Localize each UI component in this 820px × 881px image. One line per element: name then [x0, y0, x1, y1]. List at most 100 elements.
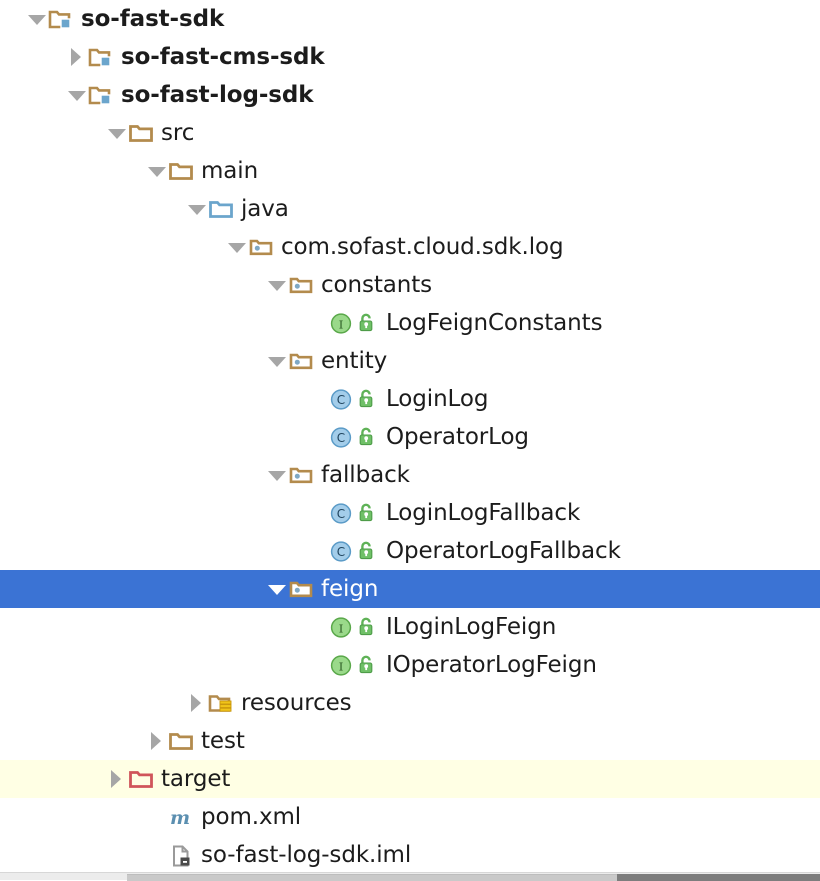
tree-row[interactable]: C OperatorLog	[0, 418, 820, 456]
excluded-folder-icon	[128, 766, 154, 792]
chevron-down-icon[interactable]	[26, 0, 48, 38]
tree-row[interactable]: I ILoginLogFeign	[0, 608, 820, 646]
chevron-down-icon[interactable]	[66, 76, 88, 114]
chevron-right-icon[interactable]	[186, 684, 208, 722]
chevron-down-icon[interactable]	[266, 342, 288, 380]
chevron-down-icon[interactable]	[106, 114, 128, 152]
no-toggle-spacer	[306, 418, 328, 456]
chevron-right-icon[interactable]	[106, 760, 128, 798]
public-unlock-icon	[356, 652, 378, 678]
tree-row[interactable]: so-fast-log-sdk	[0, 76, 820, 114]
tree-row[interactable]: C LoginLog	[0, 380, 820, 418]
indent-spacer	[0, 266, 266, 304]
tree-row-label: OperatorLogFallback	[386, 538, 621, 564]
tree-row-label: main	[201, 158, 259, 184]
folder-icon	[168, 728, 194, 754]
tree-row[interactable]: test	[0, 722, 820, 760]
tree-row-label: constants	[321, 272, 433, 298]
no-toggle-spacer	[146, 798, 168, 836]
horizontal-scrollbar[interactable]	[0, 872, 820, 881]
chevron-right-icon[interactable]	[66, 38, 88, 76]
svg-text:I: I	[339, 659, 344, 673]
chevron-down-icon[interactable]	[266, 266, 288, 304]
tree-row-label: fallback	[321, 462, 410, 488]
tree-row[interactable]: java	[0, 190, 820, 228]
tree-row-label: feign	[321, 576, 379, 602]
scrollbar-track[interactable]	[0, 873, 820, 881]
no-toggle-spacer	[306, 304, 328, 342]
scrollbar-thumb[interactable]	[127, 874, 820, 881]
tree-row-label: resources	[241, 690, 352, 716]
chevron-right-icon[interactable]	[146, 722, 168, 760]
indent-spacer	[0, 570, 266, 608]
tree-row-label: src	[161, 120, 195, 146]
folder-icon	[168, 158, 194, 184]
module-folder-icon	[88, 44, 114, 70]
public-unlock-icon	[356, 614, 378, 640]
interface-icon: I	[328, 614, 354, 640]
tree-row[interactable]: so-fast-sdk	[0, 0, 820, 38]
indent-spacer	[0, 760, 106, 798]
tree-row[interactable]: target	[0, 760, 820, 798]
indent-spacer	[0, 836, 146, 872]
tree-row-label: LogFeignConstants	[386, 310, 603, 336]
chevron-down-icon[interactable]	[226, 228, 248, 266]
tree-row-label: OperatorLog	[386, 424, 529, 450]
public-unlock-icon	[356, 310, 378, 336]
scrollbar-thumb-active[interactable]	[617, 874, 820, 881]
package-folder-icon	[248, 234, 274, 260]
module-folder-icon	[48, 6, 74, 32]
indent-spacer	[0, 342, 266, 380]
tree-row[interactable]: so-fast-cms-sdk	[0, 38, 820, 76]
tree-row-label: LoginLog	[386, 386, 489, 412]
chevron-down-icon[interactable]	[266, 570, 288, 608]
svg-text:C: C	[337, 507, 345, 521]
indent-spacer	[0, 722, 146, 760]
svg-text:C: C	[337, 393, 345, 407]
no-toggle-spacer	[146, 836, 168, 872]
tree-row-label: java	[241, 196, 289, 222]
indent-spacer	[0, 190, 186, 228]
tree-row[interactable]: resources	[0, 684, 820, 722]
indent-spacer	[0, 304, 306, 342]
indent-spacer	[0, 228, 226, 266]
chevron-down-icon[interactable]	[186, 190, 208, 228]
class-icon: C	[328, 538, 354, 564]
tree-row-label: LoginLogFallback	[386, 500, 581, 526]
no-toggle-spacer	[306, 494, 328, 532]
tree-row-label: IOperatorLogFeign	[386, 652, 597, 678]
tree-row[interactable]: constants	[0, 266, 820, 304]
tree-row-label: so-fast-log-sdk	[121, 82, 314, 108]
chevron-down-icon[interactable]	[146, 152, 168, 190]
indent-spacer	[0, 0, 26, 38]
indent-spacer	[0, 152, 146, 190]
tree-row[interactable]: I LogFeignConstants	[0, 304, 820, 342]
tree-row-label: so-fast-cms-sdk	[121, 44, 325, 70]
tree-row[interactable]: com.sofast.cloud.sdk.log	[0, 228, 820, 266]
tree-row-label: ILoginLogFeign	[386, 614, 557, 640]
tree-row-label: so-fast-sdk	[81, 6, 225, 32]
indent-spacer	[0, 798, 146, 836]
interface-icon: I	[328, 652, 354, 678]
source-root-folder-icon	[208, 196, 234, 222]
tree-row[interactable]: I IOperatorLogFeign	[0, 646, 820, 684]
tree-row[interactable]: main	[0, 152, 820, 190]
chevron-down-icon[interactable]	[266, 456, 288, 494]
tree-row[interactable]: C LoginLogFallback	[0, 494, 820, 532]
tree-row[interactable]: feign	[0, 570, 820, 608]
svg-text:C: C	[337, 431, 345, 445]
no-toggle-spacer	[306, 380, 328, 418]
svg-text:I: I	[339, 317, 344, 331]
indent-spacer	[0, 684, 186, 722]
tree-row[interactable]: C OperatorLogFallback	[0, 532, 820, 570]
tree-row[interactable]: src	[0, 114, 820, 152]
interface-icon: I	[328, 310, 354, 336]
tree-row[interactable]: so-fast-log-sdk.iml	[0, 836, 820, 872]
tree-row[interactable]: fallback	[0, 456, 820, 494]
tree-row[interactable]: entity	[0, 342, 820, 380]
no-toggle-spacer	[306, 608, 328, 646]
indent-spacer	[0, 38, 66, 76]
package-folder-icon	[288, 462, 314, 488]
